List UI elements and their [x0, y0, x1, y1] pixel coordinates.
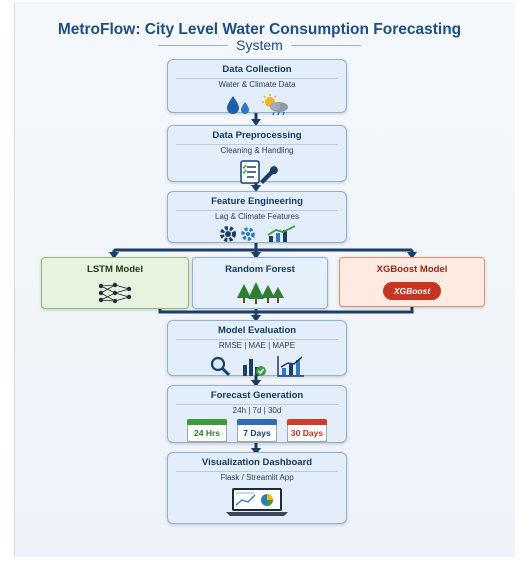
- step-divider: [176, 339, 338, 340]
- step-icons: [168, 355, 346, 377]
- bar-check-icon: [243, 359, 266, 376]
- step-title: Data Collection: [222, 64, 292, 75]
- subtitle-divider-right: [290, 44, 361, 46]
- calendar-label: 30 Days: [287, 425, 327, 442]
- growth-chart-icon: [277, 356, 304, 377]
- step-title: Data Preprocessing: [212, 130, 302, 141]
- arrowhead-features: [251, 185, 261, 192]
- arrowhead-xgb: [407, 252, 417, 259]
- arrowhead-preprocessing: [251, 119, 261, 126]
- calendar-label: 24 Hrs: [187, 425, 227, 442]
- trend-chart-icon: [267, 225, 295, 242]
- diagram-subtitle: System: [236, 37, 283, 53]
- step-divider: [176, 78, 338, 79]
- arrowhead-rf: [251, 252, 261, 259]
- step-divider: [176, 144, 338, 145]
- model-title: LSTM Model: [87, 264, 143, 275]
- step-feature-engineering: Feature Engineering Lag & Climate Featur…: [167, 191, 347, 243]
- step-visualization-dashboard: Visualization Dashboard Flask / Streamli…: [167, 452, 347, 524]
- neural-network-icon: [98, 282, 132, 304]
- calendar-header: [187, 419, 227, 425]
- arrowhead-forecast: [251, 380, 261, 387]
- calendar-row: 24 Hrs 7 Days 30 Days: [168, 419, 346, 443]
- model-xgboost: XGBoost Model XGBoost: [339, 257, 485, 307]
- model-title: Random Forest: [225, 264, 295, 275]
- model-lstm: LSTM Model: [41, 257, 189, 309]
- calendar-header: [237, 419, 277, 425]
- step-icons: [168, 487, 346, 517]
- water-drops-icon: [226, 96, 249, 114]
- step-icons: [168, 160, 346, 184]
- trees-icon: [237, 282, 284, 304]
- step-forecast-generation: Forecast Generation 24h | 7d | 30d 24 Hr…: [167, 385, 347, 443]
- calendar-24h-icon: 24 Hrs: [187, 419, 227, 443]
- sun-cloud-icon: [261, 94, 288, 116]
- subtitle-row: System: [0, 36, 519, 54]
- magnifier-icon: [210, 356, 231, 377]
- step-data-preprocessing: Data Preprocessing Cleaning & Handling: [167, 125, 347, 184]
- step-subtitle: Water & Climate Data: [218, 80, 296, 89]
- model-random-forest: Random Forest: [192, 257, 328, 309]
- model-icon-wrap: [42, 282, 188, 304]
- step-subtitle: Cleaning & Handling: [220, 146, 294, 155]
- arrowhead-evaluation: [251, 315, 261, 322]
- arrowhead-dashboard: [251, 448, 261, 455]
- step-subtitle: RMSE | MAE | MAPE: [218, 341, 296, 350]
- step-icons: [168, 225, 346, 243]
- step-subtitle: Flask / Streamlit App: [220, 473, 294, 482]
- step-title: Visualization Dashboard: [201, 457, 313, 468]
- step-divider: [176, 210, 338, 211]
- step-title: Forecast Generation: [210, 390, 304, 401]
- step-data-collection: Data Collection Water & Climate Data: [167, 59, 347, 116]
- diagram-title: MetroFlow: City Level Water Consumption …: [57, 21, 462, 38]
- step-subtitle: 24h | 7d | 30d: [232, 406, 282, 415]
- gears-icon: [219, 226, 255, 242]
- calendar-7d-icon: 7 Days: [237, 419, 277, 443]
- arrowhead-lstm: [109, 252, 119, 259]
- step-divider: [176, 471, 338, 472]
- step-model-evaluation: Model Evaluation RMSE | MAE | MAPE: [167, 320, 347, 377]
- connector-merge-bar: [158, 307, 414, 314]
- step-subtitle: Lag & Climate Features: [214, 212, 300, 221]
- calendar-30d-icon: 30 Days: [287, 419, 327, 443]
- model-title: XGBoost Model: [376, 264, 448, 275]
- step-title: Feature Engineering: [211, 196, 303, 207]
- laptop-dashboard-icon: [226, 488, 288, 516]
- subtitle-divider-left: [158, 44, 229, 46]
- step-icons: [168, 94, 346, 116]
- checklist-wrench-icon: [240, 160, 278, 184]
- calendar-label: 7 Days: [237, 425, 277, 442]
- calendar-header: [287, 419, 327, 425]
- model-icon-wrap: [193, 282, 327, 304]
- step-divider: [176, 404, 338, 405]
- xgboost-logo: XGBoost: [383, 282, 441, 300]
- step-title: Model Evaluation: [217, 325, 297, 336]
- model-icon-wrap: XGBoost: [340, 282, 484, 300]
